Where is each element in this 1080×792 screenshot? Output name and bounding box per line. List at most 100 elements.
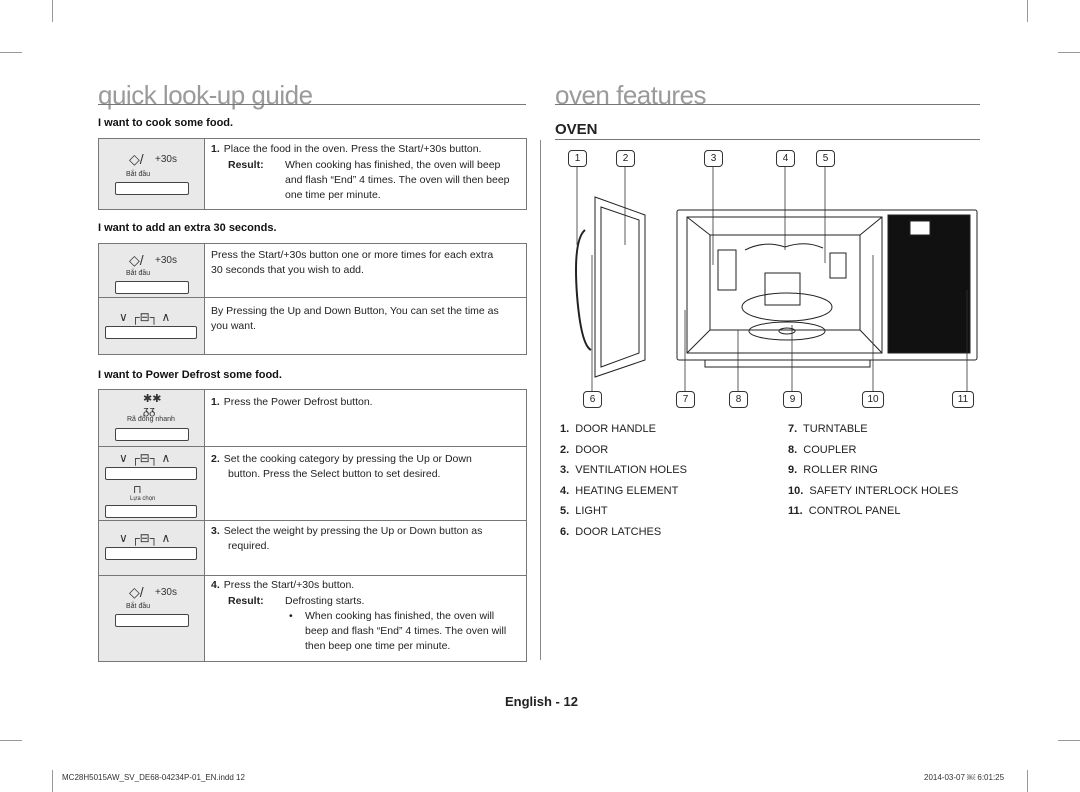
callout-9: 9	[783, 391, 802, 408]
step-text: 1.Press the Power Defrost button.	[211, 396, 373, 408]
table-row: ◇/ +30s Bắt đầu 4.Press the Start/+30s b…	[99, 575, 526, 661]
result-text: Defrosting starts.	[285, 595, 365, 607]
step-text: Press the Start/+30s button one or more …	[211, 249, 494, 276]
section-heading: I want to add an extra 30 seconds.	[98, 222, 277, 234]
result-label: Result:	[228, 595, 264, 607]
callout-5: 5	[816, 150, 835, 167]
legend-item: 7. TURNTABLE	[788, 423, 868, 435]
legend-item: 2. DOOR	[560, 444, 609, 456]
button-outline	[115, 281, 189, 294]
legend-item: 10. SAFETY INTERLOCK HOLES	[788, 485, 959, 497]
callout-2: 2	[616, 150, 635, 167]
control-panel-shape	[887, 214, 971, 354]
page-title: oven features	[555, 80, 707, 110]
start-icon-label: +30s	[155, 587, 177, 598]
page-number: English - 12	[505, 694, 578, 709]
timestamp: 2014-03-07 ￼ 6:01:25	[924, 773, 1005, 782]
start-icon-label: +30s	[155, 255, 177, 266]
start-icon-label: +30s	[155, 154, 177, 165]
instruction-table: ◇/ +30s Bắt đầu Press the Start/+30s but…	[98, 243, 527, 355]
callout-7: 7	[676, 391, 695, 408]
crop-mark	[1058, 740, 1080, 741]
select-icon: ⊓	[133, 484, 142, 496]
button-outline	[105, 505, 197, 518]
icon-cell: ∨ ┌⊟┐ ∧	[99, 521, 205, 576]
icon-caption: Bắt đầu	[126, 171, 151, 178]
step-text: 2.Set the cooking category by pressing t…	[211, 453, 472, 480]
legend-item: 11. CONTROL PANEL	[788, 505, 901, 517]
button-outline	[105, 547, 197, 560]
legend-item: 1. DOOR HANDLE	[560, 423, 656, 435]
callout-1: 1	[568, 150, 587, 167]
turntable-shape	[741, 292, 833, 322]
callout-6: 6	[583, 391, 602, 408]
legend-item: 4. HEATING ELEMENT	[560, 485, 679, 497]
legend-item: 9. ROLLER RING	[788, 464, 878, 476]
icon-caption: Bắt đầu	[126, 270, 151, 277]
step-text: 3.Select the weight by pressing the Up o…	[211, 525, 483, 552]
defrost-icon: ✱✱ᵹᵹ	[143, 393, 162, 417]
instruction-table: ✱✱ᵹᵹ Rã đông nhanh 1.Press the Power Def…	[98, 389, 527, 662]
icon-caption: Bắt đầu	[126, 603, 151, 610]
oven-body-shape	[676, 209, 978, 361]
step-text: 4.Press the Start/+30s button.	[211, 579, 355, 591]
icon-cell: ◇/ +30s Bắt đầu	[99, 244, 205, 297]
callout-8: 8	[729, 391, 748, 408]
result-text: When cooking has finished, the oven will…	[285, 159, 510, 201]
button-outline	[105, 326, 197, 339]
legend-item: 3. VENTILATION HOLES	[560, 464, 687, 476]
bullet-text: When cooking has finished, the oven will…	[305, 610, 507, 652]
up-down-icon: ∨ ┌⊟┐ ∧	[119, 310, 171, 324]
page-divider	[540, 140, 541, 660]
bullet: •	[289, 610, 293, 622]
legend-item: 8. COUPLER	[788, 444, 857, 456]
callout-4: 4	[776, 150, 795, 167]
legend-item: 6. DOOR LATCHES	[560, 526, 662, 538]
section-heading: I want to Power Defrost some food.	[98, 369, 282, 381]
title-rule	[555, 104, 980, 105]
step-text: By Pressing the Up and Down Button, You …	[211, 305, 499, 332]
icon-cell: ◇/ +30s Bắt đầu	[99, 139, 205, 209]
crop-mark	[1027, 770, 1028, 792]
icon-caption: Rã đông nhanh	[127, 416, 175, 423]
section-subtitle: OVEN	[555, 121, 598, 138]
up-down-icon: ∨ ┌⊟┐ ∧	[119, 531, 171, 545]
oven-diagram	[575, 167, 978, 391]
table-row: ∨ ┌⊟┐ ∧ 3.Select the weight by pressing …	[99, 520, 526, 576]
callout-11: 11	[952, 391, 974, 408]
icon-caption: Lựa chọn	[130, 496, 156, 502]
up-down-icon: ∨ ┌⊟┐ ∧	[119, 451, 171, 465]
button-outline	[115, 614, 189, 627]
crop-mark	[0, 52, 22, 53]
table-row: ∨ ┌⊟┐ ∧ By Pressing the Up and Down Butt…	[99, 297, 526, 354]
callout-3: 3	[704, 150, 723, 167]
icon-cell: ∨ ┌⊟┐ ∧	[99, 298, 205, 354]
crop-mark	[0, 740, 22, 741]
section-heading: I want to cook some food.	[98, 117, 234, 129]
button-outline	[115, 428, 189, 441]
crop-mark	[1027, 0, 1028, 22]
subtitle-rule	[555, 139, 980, 140]
callout-10: 10	[862, 391, 884, 408]
start-icon: ◇/	[129, 252, 144, 268]
crop-mark	[52, 770, 53, 792]
crop-mark	[1058, 52, 1080, 53]
page-title: quick look-up guide	[98, 80, 313, 110]
door-handle-shape	[575, 229, 592, 351]
button-outline	[105, 467, 197, 480]
table-row: ∨ ┌⊟┐ ∧ ⊓ Lựa chọn 2.Set the cooking cat…	[99, 446, 526, 521]
legend-item: 5. LIGHT	[560, 505, 608, 517]
start-icon: ◇/	[129, 584, 144, 600]
result-label: Result:	[228, 159, 264, 171]
icon-cell: ∨ ┌⊟┐ ∧ ⊓ Lựa chọn	[99, 447, 205, 521]
button-outline	[115, 182, 189, 195]
start-icon: ◇/	[129, 151, 144, 167]
icon-cell: ◇/ +30s Bắt đầu	[99, 576, 205, 661]
instruction-table: ◇/ +30s Bắt đầu 1.Place the food in the …	[98, 138, 527, 210]
title-rule	[98, 104, 526, 105]
crop-mark	[52, 0, 53, 22]
icon-cell: ✱✱ᵹᵹ Rã đông nhanh	[99, 390, 205, 446]
step-text: 1.Place the food in the oven. Press the …	[211, 143, 482, 155]
file-info: MC28H5015AW_SV_DE68-04234P-01_EN.indd 12	[62, 773, 245, 782]
door-shape	[594, 196, 646, 378]
